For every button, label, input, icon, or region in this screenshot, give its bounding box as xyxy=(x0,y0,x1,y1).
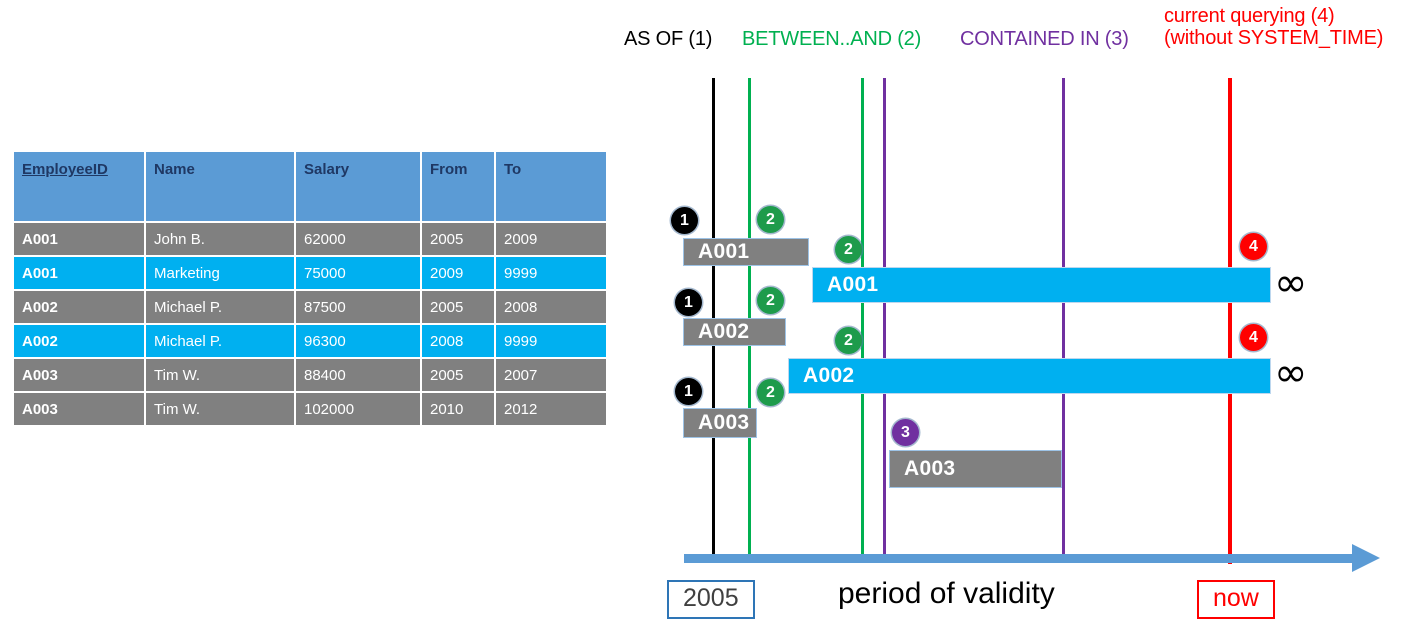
cell-from: 2005 xyxy=(422,359,494,391)
cell-salary: 96300 xyxy=(296,325,420,357)
cell-employeeid: A003 xyxy=(14,393,144,425)
marker-1-row2: 1 xyxy=(675,289,702,316)
column-header-name: Name xyxy=(146,152,294,221)
legend-current-line1: current querying (4) xyxy=(1164,5,1335,27)
vline-now xyxy=(1228,78,1232,564)
timeline-axis xyxy=(684,554,1356,563)
cell-employeeid: A001 xyxy=(14,223,144,255)
legend-current-querying: current querying (4) (without SYSTEM_TIM… xyxy=(1164,5,1384,49)
cell-name: Marketing xyxy=(146,257,294,289)
employee-history-table: EmployeeID Name Salary From To A001 John… xyxy=(12,150,608,427)
legend-contained-in: CONTAINED IN (3) xyxy=(960,28,1129,50)
cell-from: 2009 xyxy=(422,257,494,289)
legend-as-of: AS OF (1) xyxy=(624,28,713,50)
marker-2-row1-start: 2 xyxy=(757,206,784,233)
cell-from: 2005 xyxy=(422,291,494,323)
cell-name: Michael P. xyxy=(146,291,294,323)
marker-4-row2: 4 xyxy=(1240,324,1267,351)
interval-bar-a002-current: A002 xyxy=(788,358,1271,394)
cell-name: John B. xyxy=(146,223,294,255)
infinity-icon-row2: ∞ xyxy=(1274,350,1308,396)
cell-salary: 88400 xyxy=(296,359,420,391)
cell-salary: 87500 xyxy=(296,291,420,323)
cell-employeeid: A003 xyxy=(14,359,144,391)
cell-name: Tim W. xyxy=(146,359,294,391)
marker-4-row1: 4 xyxy=(1240,233,1267,260)
vline-contained-in-end xyxy=(1062,78,1065,558)
marker-1-row1: 1 xyxy=(671,207,698,234)
column-header-to: To xyxy=(496,152,606,221)
interval-bar-a003-second: A003 xyxy=(889,450,1062,488)
table-header-row: EmployeeID Name Salary From To xyxy=(14,152,606,221)
cell-name: Michael P. xyxy=(146,325,294,357)
cell-to: 9999 xyxy=(496,325,606,357)
interval-bar-a002-historic: A002 xyxy=(683,318,786,346)
column-header-salary: Salary xyxy=(296,152,420,221)
marker-2-row3-start: 2 xyxy=(757,379,784,406)
marker-2-row1-end: 2 xyxy=(835,236,862,263)
marker-3-contained-in: 3 xyxy=(892,419,919,446)
table-row: A001 John B. 62000 2005 2009 xyxy=(14,223,606,255)
cell-to: 9999 xyxy=(496,257,606,289)
legend-current-line2: (without SYSTEM_TIME) xyxy=(1164,26,1384,49)
cell-to: 2009 xyxy=(496,223,606,255)
table-row: A003 Tim W. 102000 2010 2012 xyxy=(14,393,606,425)
cell-salary: 75000 xyxy=(296,257,420,289)
cell-to: 2012 xyxy=(496,393,606,425)
table-row: A002 Michael P. 96300 2008 9999 xyxy=(14,325,606,357)
interval-bar-a001-current: A001 xyxy=(812,267,1271,303)
table-row: A003 Tim W. 88400 2005 2007 xyxy=(14,359,606,391)
interval-bar-a001-historic: A001 xyxy=(683,238,809,266)
table-row: A001 Marketing 75000 2009 9999 xyxy=(14,257,606,289)
cell-name: Tim W. xyxy=(146,393,294,425)
cell-to: 2008 xyxy=(496,291,606,323)
interval-bar-a003-historic: A003 xyxy=(683,408,757,438)
axis-title: period of validity xyxy=(838,577,1055,610)
cell-salary: 102000 xyxy=(296,393,420,425)
now-label: now xyxy=(1197,580,1275,619)
marker-2-row2-start: 2 xyxy=(757,287,784,314)
marker-1-row3: 1 xyxy=(675,378,702,405)
cell-employeeid: A001 xyxy=(14,257,144,289)
cell-salary: 62000 xyxy=(296,223,420,255)
cell-employeeid: A002 xyxy=(14,291,144,323)
cell-to: 2007 xyxy=(496,359,606,391)
column-header-employeeid: EmployeeID xyxy=(14,152,144,221)
column-header-from: From xyxy=(422,152,494,221)
table-row: A002 Michael P. 87500 2005 2008 xyxy=(14,291,606,323)
legend-between-and: BETWEEN..AND (2) xyxy=(742,28,922,50)
vline-between-end xyxy=(861,78,864,558)
vline-contained-in-start xyxy=(883,78,886,558)
timeline-arrow-icon xyxy=(1352,544,1380,572)
cell-from: 2005 xyxy=(422,223,494,255)
cell-from: 2010 xyxy=(422,393,494,425)
cell-from: 2008 xyxy=(422,325,494,357)
cell-employeeid: A002 xyxy=(14,325,144,357)
start-year-label: 2005 xyxy=(667,580,755,619)
marker-2-row2-end: 2 xyxy=(835,327,862,354)
infinity-icon-row1: ∞ xyxy=(1274,260,1308,306)
